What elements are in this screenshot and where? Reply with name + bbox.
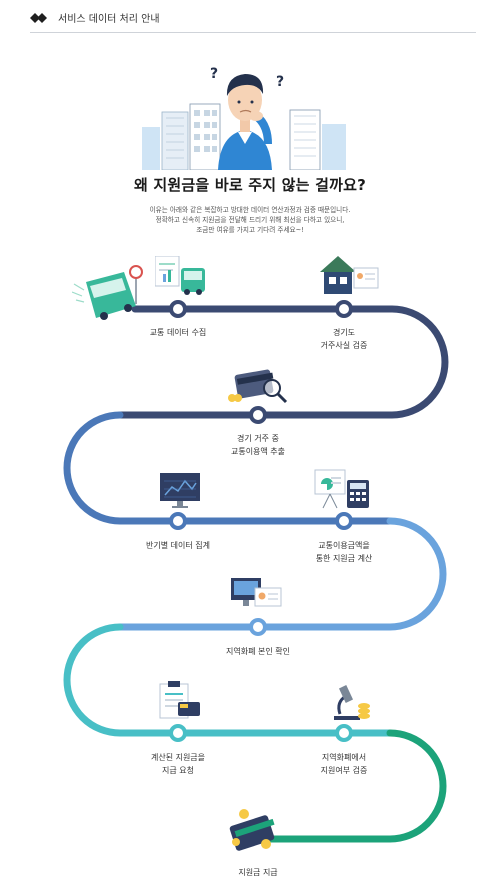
step-node-7 [169,724,187,742]
subtext-line-1: 이유는 아래와 같은 복잡하고 방대한 데이터 연산과정과 검증 때문입니다. [149,206,351,214]
step-label-1: 교통 데이터 수집 [149,328,207,337]
step-label-6: 지역화폐 본인 확인 [226,647,290,656]
monitor-chart-icon [160,473,200,508]
step-node-2 [335,300,353,318]
step-node-5 [335,512,353,530]
step-label-9: 지원금 지급 [238,868,278,877]
bus-data-icon [155,256,205,295]
house-icon [320,256,379,294]
subtext-line-3: 조금만 여유를 가지고 기다려 주세요~! [196,226,304,234]
bus-icon [72,265,143,320]
money-card-icon [229,809,275,851]
card-search-icon [228,369,288,404]
page-header: 서비스 데이터 처리 안내 [30,8,476,33]
step-node-4 [169,512,187,530]
step-node-1 [169,300,187,318]
id-card-icon [231,578,282,607]
step-node-8 [335,724,353,742]
svg-text:?: ? [210,66,218,82]
subtext-line-2: 정확하고 신속히 지원금을 전달해 드리기 위해 최선을 다하고 있으니, [155,216,345,224]
step-label-4: 반기별 데이터 집계 [146,541,210,550]
step-label-5: 교통이용금액을 통한 지원금 계산 [315,541,373,563]
header-title: 서비스 데이터 처리 안내 [58,14,160,25]
calculator-icon [314,469,369,509]
step-label-2: 경기도 거주사실 검증 [320,328,368,350]
step-node-3 [249,406,267,424]
page-title: 왜 지원금을 바로 주지 않는 걸까요? [133,176,366,194]
svg-text:?: ? [276,74,284,90]
step-label-7: 계산된 지원금을 지급 요청 [150,753,206,775]
step-label-8: 지역화폐에서 지원여부 검증 [320,753,368,775]
microscope-icon [334,685,370,720]
confused-person-illustration: ? ? [142,66,346,170]
step-node-6 [249,618,267,636]
diamond-arrow-icon [30,13,47,23]
step-label-3: 경기 거주 중 교통이용액 추출 [230,434,286,456]
clipboard-icon [159,681,200,719]
